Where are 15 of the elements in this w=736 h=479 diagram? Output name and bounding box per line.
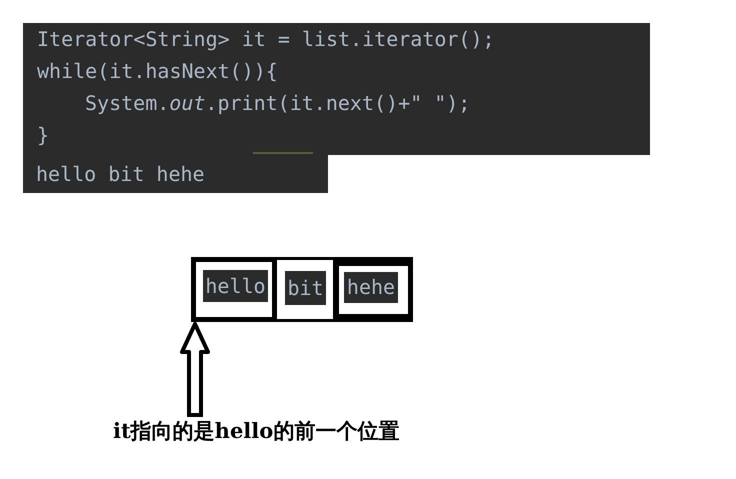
code-line: Iterator<String> it = list.iterator();: [37, 26, 495, 53]
code-line: System.out.print(it.next()+" ");: [85, 90, 470, 117]
console-output-panel: [23, 155, 328, 193]
word-chip: hehe: [344, 272, 398, 303]
word-chip: hello: [203, 270, 268, 302]
code-editor-panel: [23, 23, 650, 155]
annotation-text: it指向的是hello的前一个位置: [113, 417, 400, 444]
code-line: while(it.hasNext()){: [37, 58, 278, 85]
array-cell: [339, 266, 408, 314]
word-chip: bit: [285, 271, 326, 305]
output-text: hello bit hehe: [36, 161, 205, 188]
array-cell: [277, 260, 333, 319]
array-cell: [196, 262, 272, 317]
array-frame: [191, 257, 413, 322]
code-line: }: [37, 122, 50, 149]
